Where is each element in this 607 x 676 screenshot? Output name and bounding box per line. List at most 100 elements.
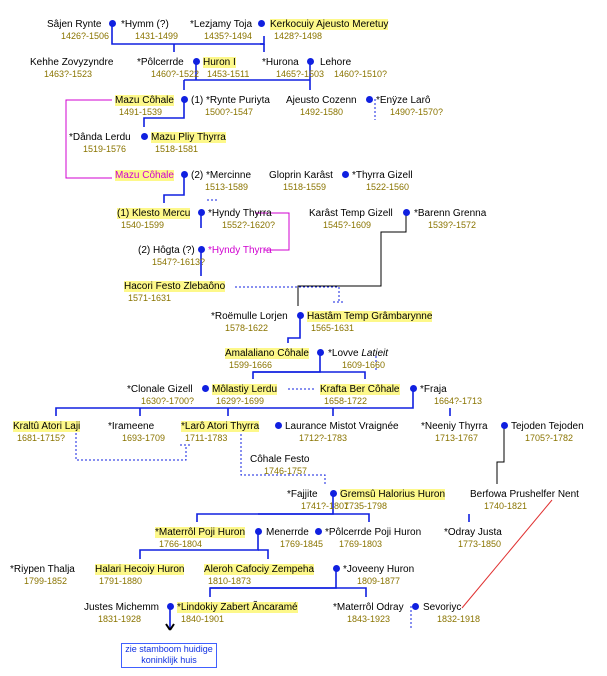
person-name[interactable]: *Lindokiy Zabert Ãncaramé [177, 602, 298, 613]
person-name: Sâjen Rynte [47, 19, 102, 30]
marriage-dot [410, 385, 417, 392]
person-name[interactable]: Hacori Festo Zlebaôno [124, 281, 226, 292]
note-box[interactable]: zie stamboom huidige koninklijk huis [121, 643, 217, 668]
pedigree-line [297, 212, 407, 306]
descent-line [258, 549, 269, 559]
person-name[interactable]: Huron I [203, 57, 236, 68]
person-dates: 1810-1873 [208, 576, 252, 586]
person-dates: 1773-1850 [458, 539, 502, 549]
person-name: *Irameene [108, 421, 155, 432]
person-dates: 1571-1631 [128, 293, 172, 303]
person-name[interactable]: Aleroh Cafociy Zempeha [204, 564, 315, 575]
dashed-link [75, 425, 187, 461]
note-line-2: koninklijk huis [141, 655, 197, 665]
person-hyndy2: *Hyndy Thyrra [208, 245, 272, 256]
marriage-dot [198, 209, 205, 216]
dashed-link [240, 430, 326, 484]
marriage-dot [297, 312, 304, 319]
cross-link [461, 499, 553, 609]
person-name[interactable]: Amalaliano Côhale [225, 348, 309, 359]
person-dates: 1492-1580 [300, 107, 344, 117]
person-name[interactable]: Kerkocuiy Ajeusto Meretuy [270, 19, 389, 30]
person-name[interactable]: Kraltû Atori Laji [13, 421, 81, 432]
person-name: *Thyrra Gizell [352, 170, 413, 181]
person-name[interactable]: Mazu Pliy Thyrra [151, 132, 226, 143]
person-name[interactable]: *Larô Atori Thyrra [181, 421, 260, 432]
person-dates: 1428?-1498 [274, 31, 323, 41]
person-name[interactable]: Krafta Ber Côhale [320, 384, 400, 395]
descent-line [55, 388, 414, 416]
person-name: Karâst Temp Gizell [309, 208, 393, 219]
person-hymm: *Hymm (?)1431-1499 [121, 19, 178, 42]
person-dates: 1435?-1494 [204, 31, 253, 41]
person-name[interactable]: Gremsû Halorius Huron [340, 489, 446, 500]
arrow-head [165, 623, 175, 631]
person-name[interactable]: Môlastiy Lerdu [212, 384, 278, 395]
person-name: *Hurona [262, 57, 299, 68]
person-name: Laurance Mistot Vraignée [285, 421, 399, 432]
person-name[interactable]: (1) Klesto Mercu [117, 208, 191, 219]
marriage-dot [198, 246, 205, 253]
marriage-dot [330, 490, 337, 497]
person-dates: 1766-1804 [159, 539, 203, 549]
marriage-dot [167, 603, 174, 610]
person-name: Ajeusto Cozenn [286, 95, 357, 106]
person-name[interactable]: *Materrôl Poji Huron [155, 527, 246, 538]
person-name[interactable]: Mazu Côhale [115, 170, 174, 181]
person-dates: 1693-1709 [122, 433, 166, 443]
descent-line [253, 371, 366, 379]
person-name: *Clonale Gizell [127, 384, 193, 395]
person-name[interactable]: Halari Hecoiy Huron [95, 564, 185, 575]
person-dates: 1630?-1700? [141, 396, 195, 406]
person-dates: 1769-1803 [339, 539, 383, 549]
person-dates: 1740-1821 [484, 501, 528, 511]
descent-line [111, 23, 174, 45]
person-name: Sevoriyc [423, 602, 462, 613]
person-dates: 1547?-1613? [152, 257, 206, 267]
person-name: Côhale Festo [250, 454, 310, 465]
person-name: Tejoden Tejoden [511, 421, 584, 432]
person-name[interactable]: Hastâm Temp Grâmbarynne [307, 311, 433, 322]
person-name: *Pôlcerrde [137, 57, 184, 68]
person-name[interactable]: Mazu Côhale [115, 95, 174, 106]
remarriage-line [65, 99, 112, 179]
dashed-link [235, 286, 340, 302]
person-name-italic: Latieit [358, 348, 389, 359]
person-name: *Joveeny Huron [343, 564, 415, 575]
marriage-dot [333, 565, 340, 572]
person-name: *Riypen Thalja [10, 564, 75, 575]
person-name: Menerrde [266, 527, 309, 538]
marriage-dot [342, 171, 349, 178]
marriage-dot [275, 422, 282, 429]
person-dates: 1460?-1510? [334, 69, 388, 79]
person-dates: 1831-1928 [98, 614, 142, 624]
descent-line [258, 513, 370, 522]
person-name: Kehhe Zovyzyndre [30, 57, 114, 68]
person-dates: 1552?-1620? [222, 220, 276, 230]
